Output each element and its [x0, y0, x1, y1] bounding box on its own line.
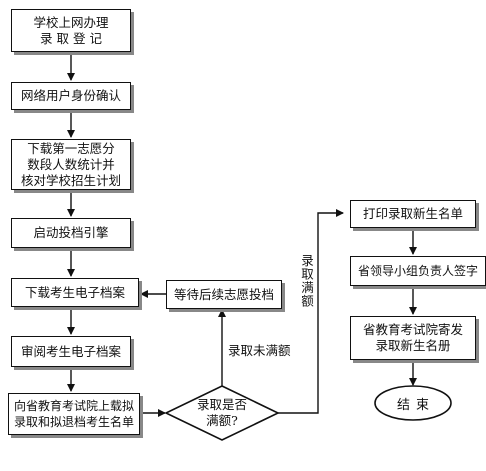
wait-box: 等待后续志愿投档 [166, 280, 282, 309]
register-line-2: 录 取 登 记 [40, 30, 102, 46]
upload-list-line-2: 录取和拟退档考生名单 [13, 415, 134, 429]
end-ellipse [374, 385, 452, 421]
wait-label: 等待后续志愿投档 [173, 286, 274, 302]
decision-text: 录取是否 满额? [172, 395, 272, 431]
end-label: 结束 [396, 397, 435, 413]
download-stats-line-1: 下载第一志愿分 [27, 140, 115, 156]
download-stats-line-3: 核对学校招生计划 [20, 172, 121, 188]
review-files-label: 审阅考生电子档案 [20, 343, 121, 359]
upload-list-box: 向省教育考试院上载拟 录取和拟退档考生名单 [8, 393, 140, 435]
start-engine-label: 启动投档引擎 [33, 225, 109, 240]
decision-diamond [164, 385, 280, 441]
decision-line-1: 录取是否 [196, 397, 247, 412]
decision-line-2: 满额? [206, 413, 238, 428]
download-stats-box: 下载第一志愿分 数段人数统计并 核对学校招生计划 [11, 139, 131, 190]
send-list-box: 省教育考试院寄发 录取新生名册 [350, 316, 476, 360]
send-list-line-2: 录取新生名册 [375, 338, 451, 353]
review-files-box: 审阅考生电子档案 [11, 336, 131, 367]
print-list-label: 打印录取新生名单 [362, 206, 463, 221]
print-list-box: 打印录取新生名单 [350, 200, 476, 228]
send-list-line-1: 省教育考试院寄发 [362, 322, 463, 337]
download-files-box: 下载考生电子档案 [11, 278, 139, 307]
sign-label: 省领导小组负责人签字 [357, 264, 478, 278]
confirm-identity-box: 网络用户身份确认 [11, 82, 131, 110]
sign-box: 省领导小组负责人签字 [350, 256, 486, 286]
edge-label-not-full: 录取未满额 [228, 343, 291, 358]
register-line-1: 学校上网办理 [33, 14, 109, 30]
upload-list-line-1: 向省教育考试院上载拟 [13, 399, 134, 413]
register-box: 学校上网办理 录 取 登 记 [11, 9, 131, 52]
download-files-label: 下载考生电子档案 [24, 284, 125, 300]
edge-label-full: 录取满额 [299, 254, 314, 308]
start-engine-box: 启动投档引擎 [11, 218, 131, 248]
download-stats-line-2: 数段人数统计并 [27, 156, 115, 172]
arrow-decision-to-print [278, 209, 344, 414]
confirm-identity-label: 网络用户身份确认 [20, 88, 121, 103]
